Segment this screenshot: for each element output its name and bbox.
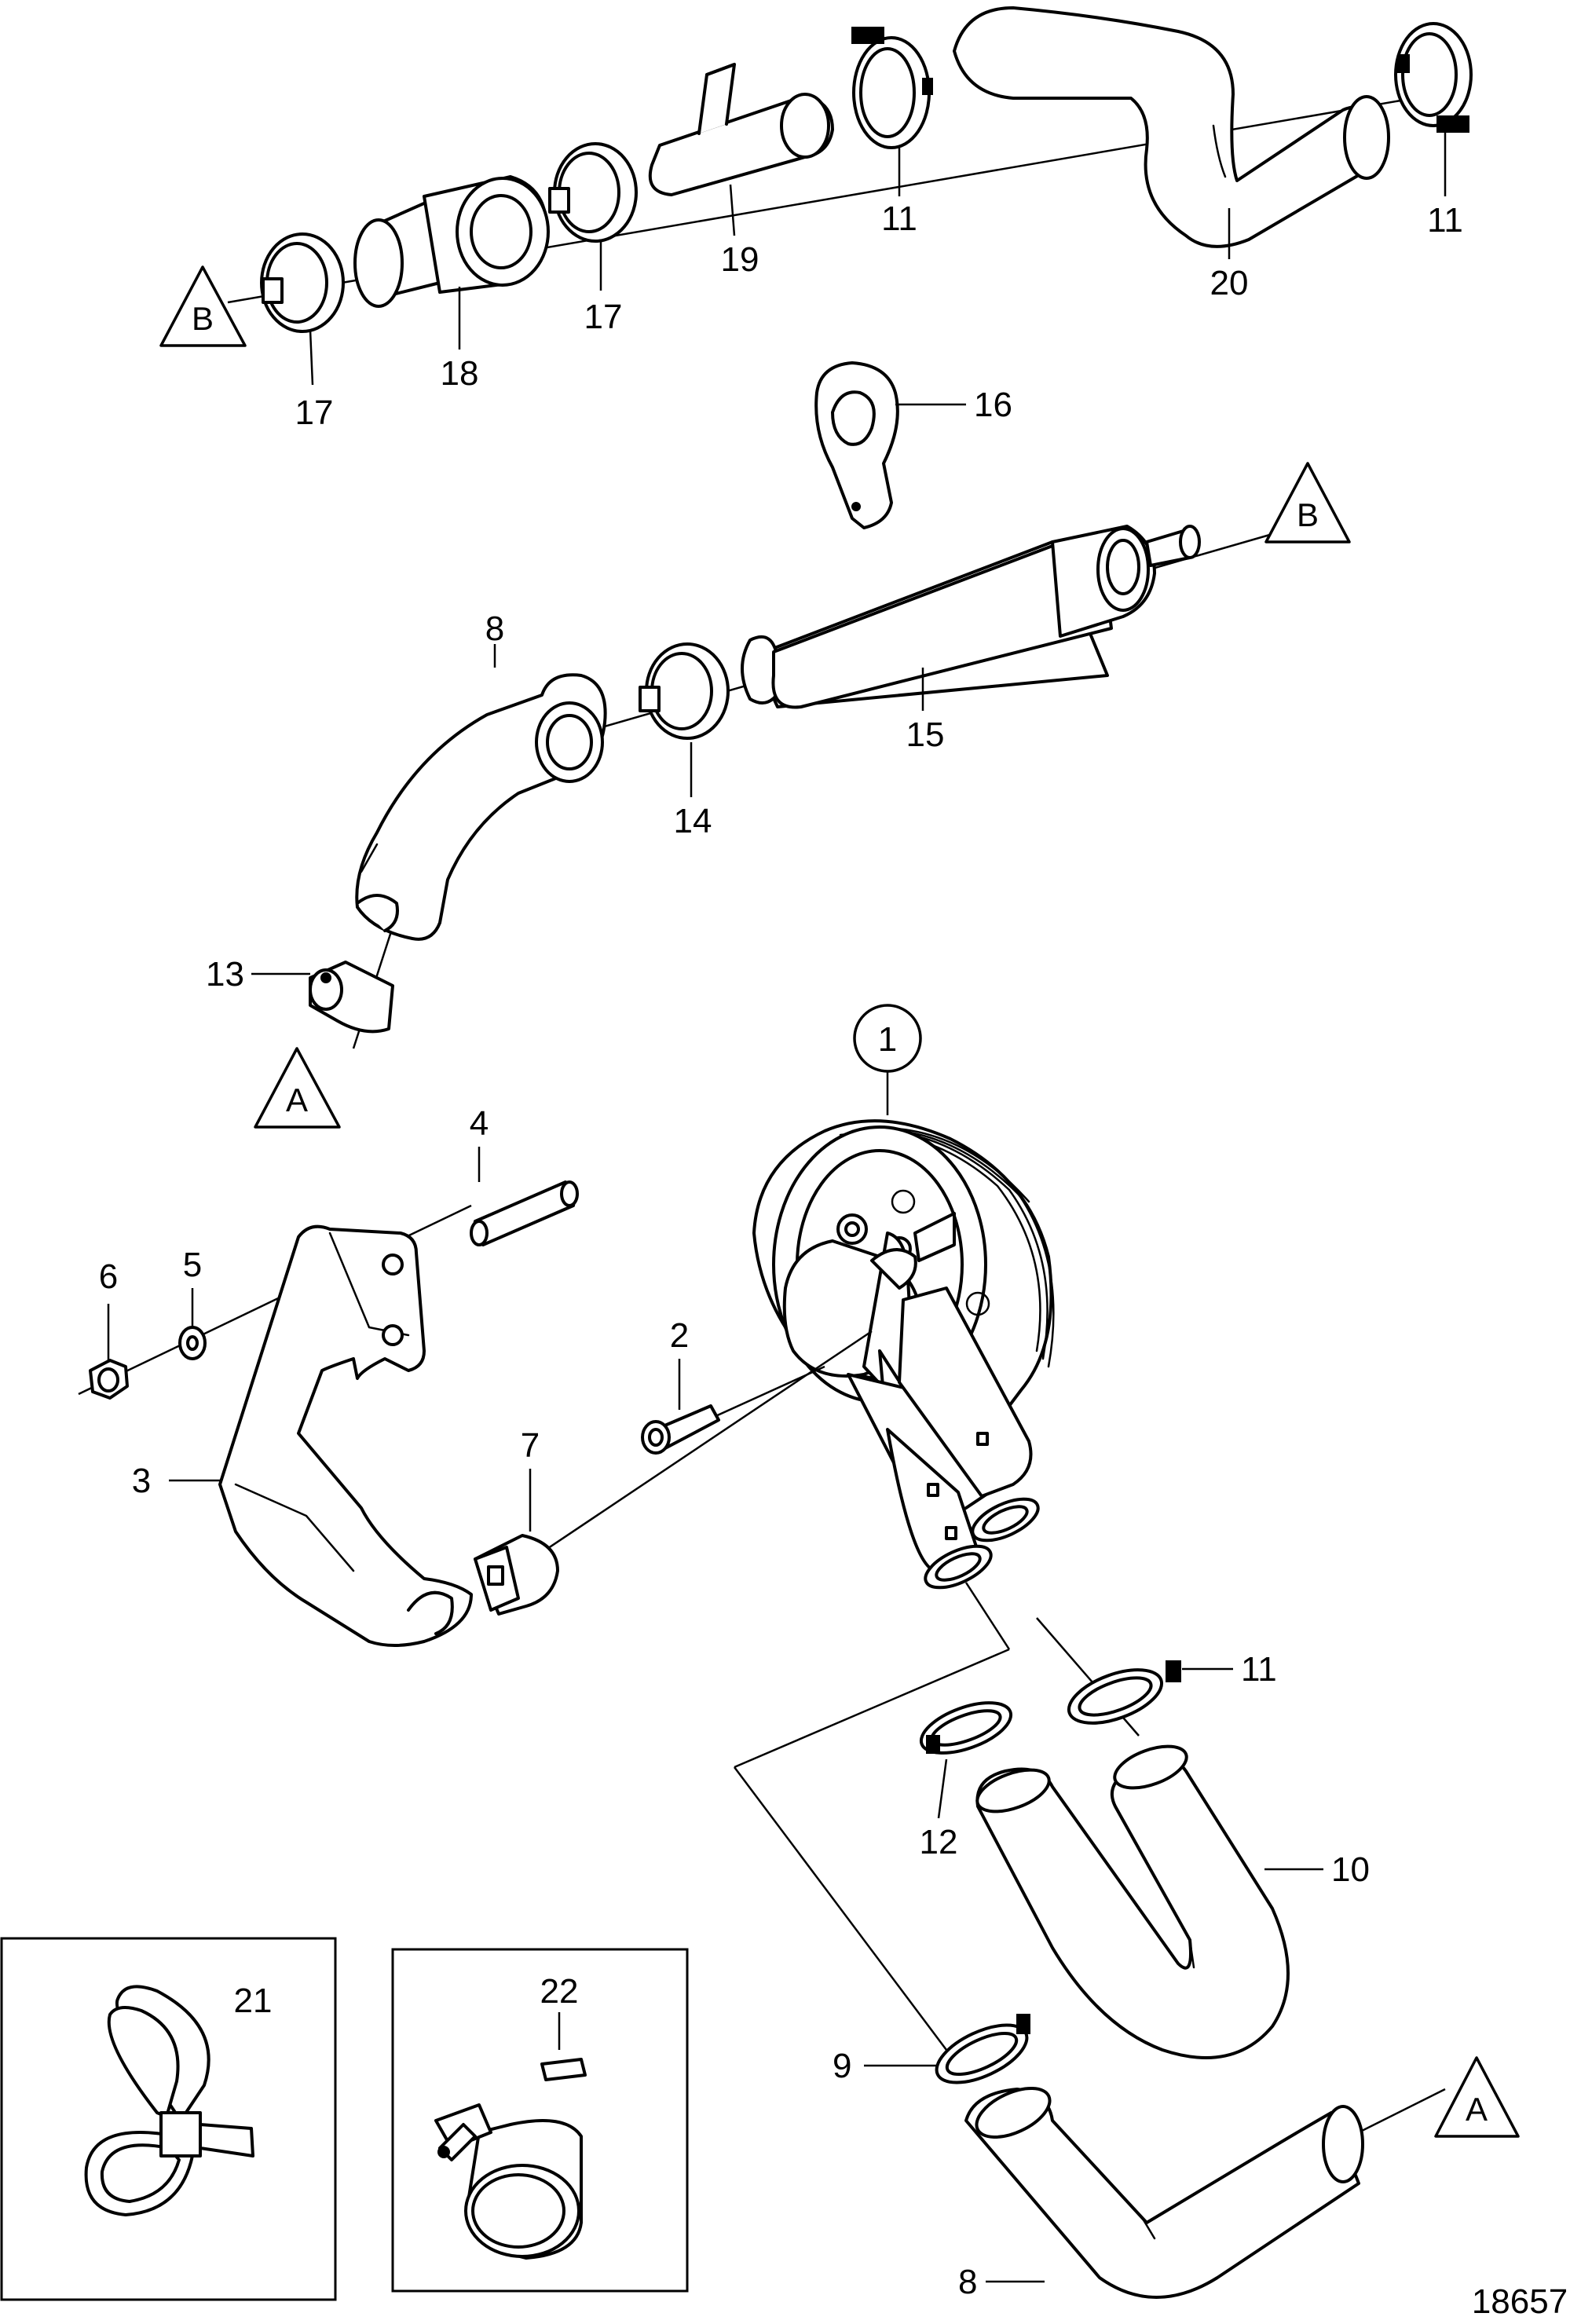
middle-assembly: B	[206, 462, 1351, 1129]
drawing-number: 18657	[1472, 2282, 1568, 2321]
label-18: 18	[441, 354, 479, 393]
label-14: 14	[674, 802, 712, 840]
hose-clamp-17-left	[260, 232, 345, 333]
svg-text:B: B	[192, 300, 214, 337]
grommet-7	[474, 1534, 559, 1616]
label-13: 13	[206, 955, 244, 994]
label-15: 15	[906, 715, 945, 754]
washer-5	[178, 1326, 207, 1360]
label-3: 3	[132, 1462, 151, 1500]
label-19: 19	[721, 240, 759, 279]
label-11-top-right: 11	[1427, 201, 1463, 240]
label-7: 7	[521, 1426, 540, 1465]
label-10: 10	[1331, 1850, 1370, 1889]
hose-coupling-18	[353, 175, 550, 308]
pin-4	[470, 1180, 579, 1246]
hose-clamp-11-top-right	[1394, 22, 1473, 133]
label-17-right: 17	[584, 298, 623, 336]
svg-text:A: A	[1466, 2091, 1488, 2128]
hose-clamp-12	[919, 1701, 1013, 1755]
label-1-circled: 1	[853, 1004, 922, 1073]
hose-20	[953, 6, 1390, 248]
hose-clamp-9	[935, 2014, 1030, 2084]
label-20: 20	[1210, 264, 1249, 302]
cable-tie-21	[84, 1985, 254, 2216]
hose-8-upper	[355, 673, 607, 941]
label-11-top-mid: 11	[881, 199, 917, 238]
hose-clamp-14	[639, 642, 730, 740]
bracket-16: 16	[814, 361, 1012, 529]
cooler-15	[741, 525, 1201, 709]
connector-mark-a-right: A	[1434, 2056, 1520, 2138]
hose-clamp-11-top-mid	[851, 27, 933, 149]
hose-clamp-11-lower	[1067, 1660, 1181, 1725]
label-6: 6	[99, 1257, 118, 1296]
connector-mark-b-right: B	[1264, 462, 1351, 543]
label-12: 12	[920, 1823, 958, 1861]
hose-8-lower	[964, 2087, 1364, 2299]
svg-text:B: B	[1297, 496, 1319, 533]
label-4: 4	[470, 1104, 489, 1143]
label-17-left: 17	[295, 393, 334, 432]
label-9: 9	[833, 2047, 851, 2085]
label-5: 5	[183, 1246, 202, 1284]
tee-pipe-19	[648, 63, 834, 196]
connector-mark-a-left: A	[254, 1047, 341, 1129]
hose-10	[975, 1744, 1290, 2059]
screw-2	[641, 1404, 720, 1455]
inset-22: 22	[391, 1948, 689, 2293]
hose-clamp-17-right	[548, 142, 638, 243]
inset-21: 21	[0, 1937, 337, 2301]
svg-text:A: A	[286, 1081, 308, 1118]
label-21: 21	[234, 1982, 273, 2020]
nut-6	[89, 1359, 129, 1400]
bracket-assembly: 4 5 6 2 7 3	[78, 1104, 873, 1647]
label-8-upper: 8	[485, 609, 504, 648]
lower-assembly: A 11 12 10 9 8	[734, 1582, 1520, 2301]
label-22: 22	[540, 1972, 579, 2011]
hose-clamp-13	[309, 961, 394, 1034]
pump-assembly: 1	[752, 1004, 1055, 1590]
svg-text:1: 1	[878, 1020, 897, 1059]
label-11-lower: 11	[1241, 1650, 1277, 1689]
label-2: 2	[670, 1316, 689, 1355]
label-8-lower: 8	[958, 2263, 977, 2301]
hose-clamp-22	[434, 2058, 587, 2260]
label-16: 16	[974, 386, 1012, 424]
connector-mark-b-left: B	[159, 265, 247, 347]
top-assembly: B	[159, 6, 1473, 432]
